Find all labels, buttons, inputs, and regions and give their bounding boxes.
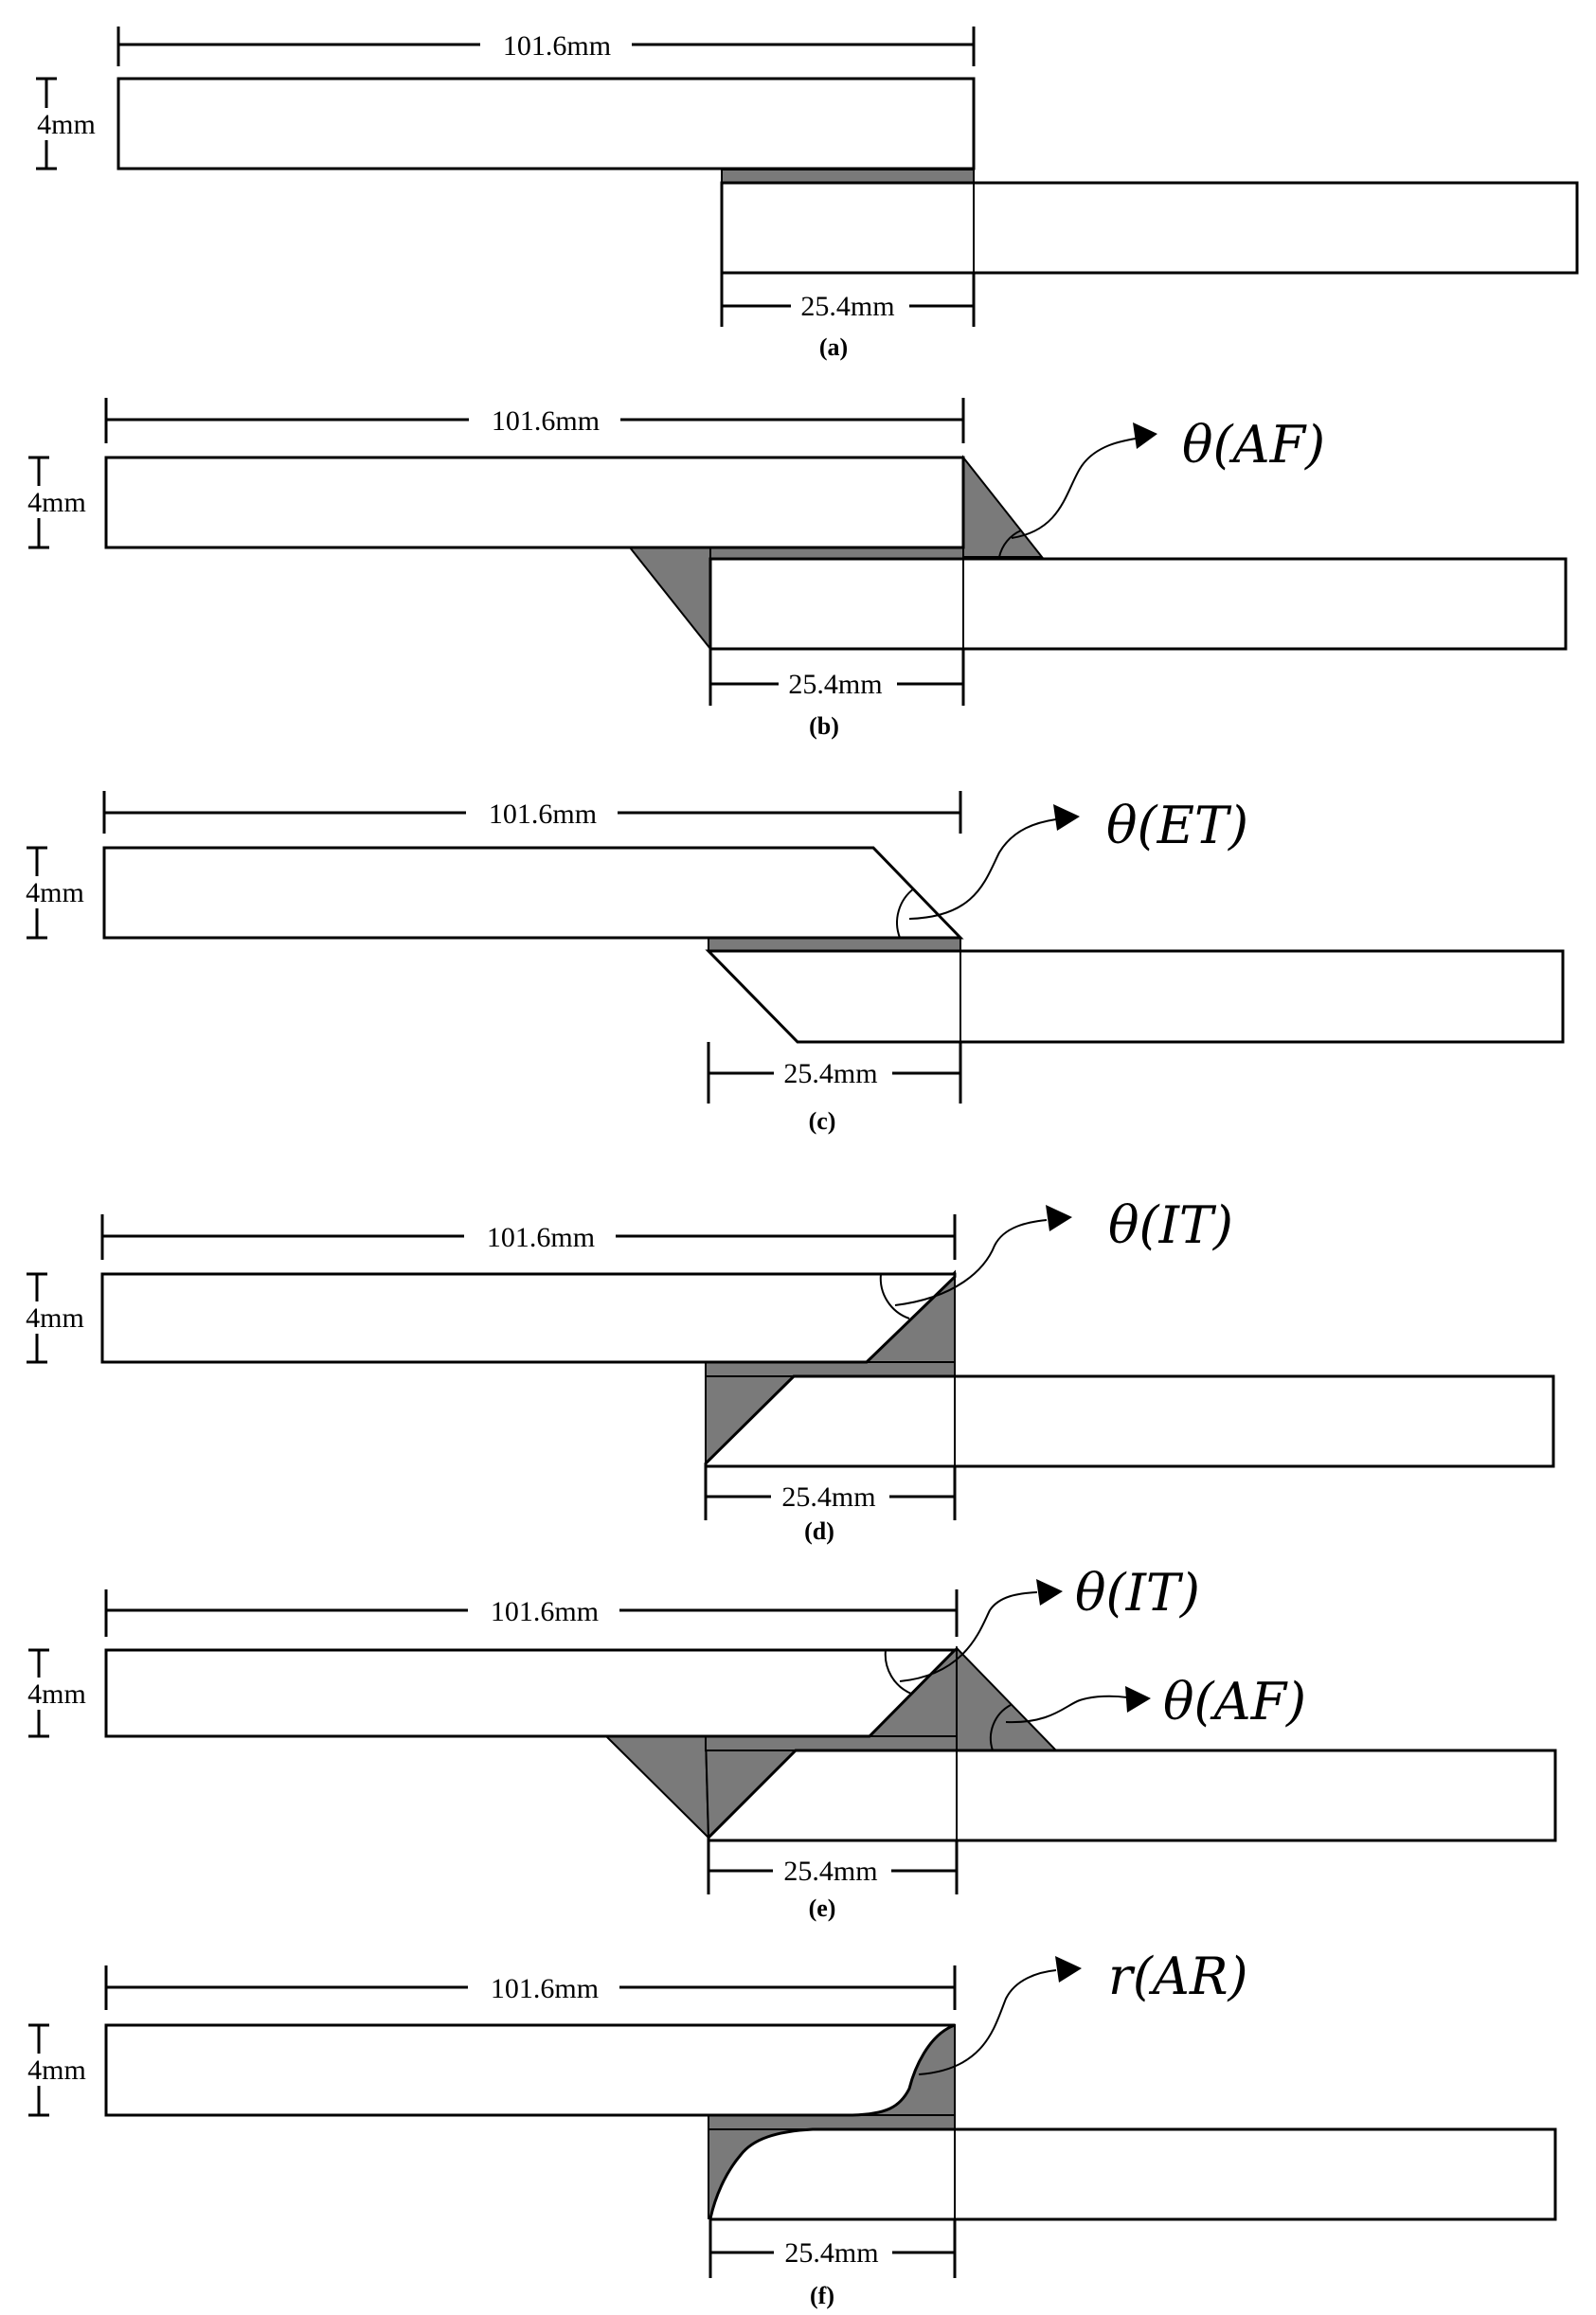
overlap-label: 25.4mm xyxy=(781,1481,875,1513)
angle-callout-line xyxy=(908,818,1057,920)
adhesive-outer-fillet-right xyxy=(956,1645,1059,1751)
overlap-dimension: 25.4mm xyxy=(720,273,976,327)
panel-caption: (a) xyxy=(819,333,848,361)
angle-parameter-it: θ(IT) xyxy=(1075,1563,1200,1623)
thickness-label: 4mm xyxy=(27,1678,86,1710)
angle-callout-line xyxy=(1011,437,1142,539)
taper-angle-arc xyxy=(896,888,915,939)
adhesive-layer xyxy=(708,937,961,952)
arrowhead-icon xyxy=(1046,1205,1072,1231)
overlap-dimension: 25.4mm xyxy=(704,1466,957,1520)
panel-caption: (f) xyxy=(810,2282,834,2309)
panel-f: r(AR) 101.6mm 4mm 25.4mm (f) xyxy=(19,1947,1557,2309)
thickness-label: 4mm xyxy=(27,2055,86,2086)
radius-parameter-ar: r(AR) xyxy=(1108,1947,1248,2006)
panel-caption: (d) xyxy=(804,1517,834,1545)
panel-e: θ(IT) θ(AF) 101.6mm 4mm 25.4mm (e xyxy=(19,1563,1557,1922)
adhesive-layer xyxy=(721,169,975,184)
overlap-dimension: 25.4mm xyxy=(707,1840,959,1894)
arrowhead-icon xyxy=(1036,1579,1063,1606)
arrowhead-icon xyxy=(1055,1956,1082,1983)
overlap-label: 25.4mm xyxy=(783,1058,877,1089)
adhesive-layer xyxy=(708,2114,956,2130)
lower-adherend xyxy=(708,2127,1557,2221)
panel-caption: (e) xyxy=(809,1894,836,1922)
angle-parameter-et: θ(ET) xyxy=(1106,796,1248,855)
panel-caption: (b) xyxy=(809,712,839,740)
length-label: 101.6mm xyxy=(491,1973,599,2004)
thickness-label: 4mm xyxy=(37,109,96,140)
taper-angle-arc xyxy=(884,1649,912,1695)
angle-parameter-af: θ(AF) xyxy=(1163,1672,1306,1732)
upper-adherend xyxy=(102,846,964,940)
adhesive-outer-fillet-left xyxy=(603,1735,710,1840)
overlap-label: 25.4mm xyxy=(788,669,882,700)
arrowhead-icon xyxy=(1053,804,1080,831)
adhesive-layer xyxy=(705,1361,956,1377)
upper-adherend xyxy=(104,1648,959,1738)
overlap-label: 25.4mm xyxy=(784,2237,878,2269)
upper-adherend xyxy=(100,1272,957,1364)
thickness-dimension: 4mm xyxy=(17,1272,93,1364)
angle-parameter-af: θ(AF) xyxy=(1182,415,1325,475)
fillet-angle-arc xyxy=(989,1704,1012,1751)
overlap-dimension: 25.4mm xyxy=(707,1042,962,1104)
lower-adherend xyxy=(705,949,1565,1044)
overlap-label: 25.4mm xyxy=(800,291,894,322)
angle-callout-line-af xyxy=(1005,1695,1128,1724)
upper-adherend xyxy=(104,2023,956,2117)
panel-d: θ(IT) 101.6mm 4mm 25.4mm (d) xyxy=(17,1195,1555,1545)
angle-callout-line xyxy=(894,1219,1048,1306)
length-dimension: 101.6mm xyxy=(104,398,965,443)
panel-b: θ(AF) 101.6mm 4mm 25.4mm (b) xyxy=(19,398,1568,740)
arrowhead-icon xyxy=(1133,422,1157,449)
length-dimension: 101.6mm xyxy=(104,1589,959,1637)
thickness-dimension: 4mm xyxy=(19,2023,95,2117)
radius-callout-line xyxy=(918,1969,1057,2075)
length-dimension: 101.6mm xyxy=(102,791,962,834)
thickness-dimension: 4mm xyxy=(17,846,93,940)
overlap-dimension: 25.4mm xyxy=(708,2219,957,2278)
upper-adherend xyxy=(104,456,965,549)
length-dimension: 101.6mm xyxy=(100,1214,957,1260)
taper-angle-arc xyxy=(879,1273,910,1319)
upper-adherend xyxy=(117,77,976,170)
thickness-dimension: 4mm xyxy=(28,77,104,170)
angle-parameter-it: θ(IT) xyxy=(1108,1195,1233,1255)
panel-caption: (c) xyxy=(809,1107,836,1135)
thickness-dimension: 4mm xyxy=(19,1648,95,1738)
lower-adherend xyxy=(707,1749,1557,1842)
lower-adherend xyxy=(720,181,1579,275)
length-label: 101.6mm xyxy=(491,1596,599,1627)
length-label: 101.6mm xyxy=(489,799,597,830)
overlap-dimension: 25.4mm xyxy=(708,649,965,706)
angle-callout-line-it xyxy=(899,1591,1038,1682)
thickness-label: 4mm xyxy=(27,487,86,518)
lower-adherend xyxy=(708,557,1568,651)
panel-c: θ(ET) 101.6mm 4mm 25.4mm (c) xyxy=(17,791,1565,1135)
overlap-label: 25.4mm xyxy=(783,1856,877,1887)
arrowhead-icon xyxy=(1125,1686,1151,1713)
length-label: 101.6mm xyxy=(503,30,611,62)
length-dimension: 101.6mm xyxy=(117,27,976,66)
adhesive-layer xyxy=(705,1735,958,1751)
thickness-dimension: 4mm xyxy=(19,456,95,549)
panel-a: 101.6mm 4mm 25.4mm (a) xyxy=(28,27,1579,361)
adhesive-fillet-right xyxy=(962,455,1045,558)
length-label: 101.6mm xyxy=(492,405,600,437)
length-label: 101.6mm xyxy=(487,1222,595,1253)
thickness-label: 4mm xyxy=(26,1302,84,1334)
thickness-label: 4mm xyxy=(26,877,84,908)
lower-adherend xyxy=(704,1374,1555,1468)
length-dimension: 101.6mm xyxy=(104,1965,957,2010)
adhesive-fillet-left xyxy=(627,547,711,652)
fillet-angle-arc xyxy=(998,529,1022,558)
